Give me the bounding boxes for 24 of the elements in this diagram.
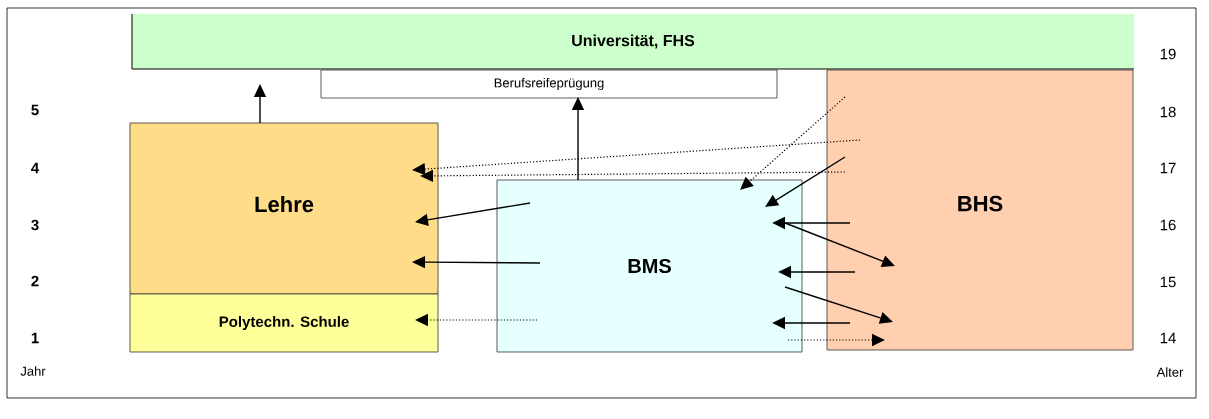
program-box: Berufsreifeprügung bbox=[320, 69, 778, 99]
arrow bbox=[412, 139, 861, 176]
year-number: 3 bbox=[31, 219, 39, 231]
year-number: 1 bbox=[31, 332, 39, 344]
program-box: Lehre bbox=[129, 122, 439, 295]
arrow bbox=[740, 96, 846, 190]
axis-caption: Jahr bbox=[20, 366, 46, 376]
axis-caption: Alter bbox=[1156, 367, 1184, 377]
age-number: 17 bbox=[1160, 162, 1176, 174]
year-number: 5 bbox=[31, 104, 39, 116]
year-number: 4 bbox=[31, 162, 40, 174]
arrow bbox=[784, 286, 893, 324]
arrow bbox=[415, 202, 531, 226]
program-band: Universität, FHS bbox=[131, 13, 1135, 70]
age-number: 19 bbox=[1160, 48, 1176, 60]
age-number: 14 bbox=[1160, 332, 1176, 344]
age-number: 15 bbox=[1160, 276, 1176, 288]
age-number: 18 bbox=[1160, 106, 1176, 118]
program-box: Polytechn. Schule bbox=[129, 293, 439, 353]
year-number: 2 bbox=[31, 275, 39, 287]
arrow bbox=[765, 156, 846, 207]
age-number: 16 bbox=[1160, 219, 1176, 231]
program-box: BMS bbox=[496, 179, 803, 353]
program-box: BHS bbox=[826, 69, 1134, 351]
